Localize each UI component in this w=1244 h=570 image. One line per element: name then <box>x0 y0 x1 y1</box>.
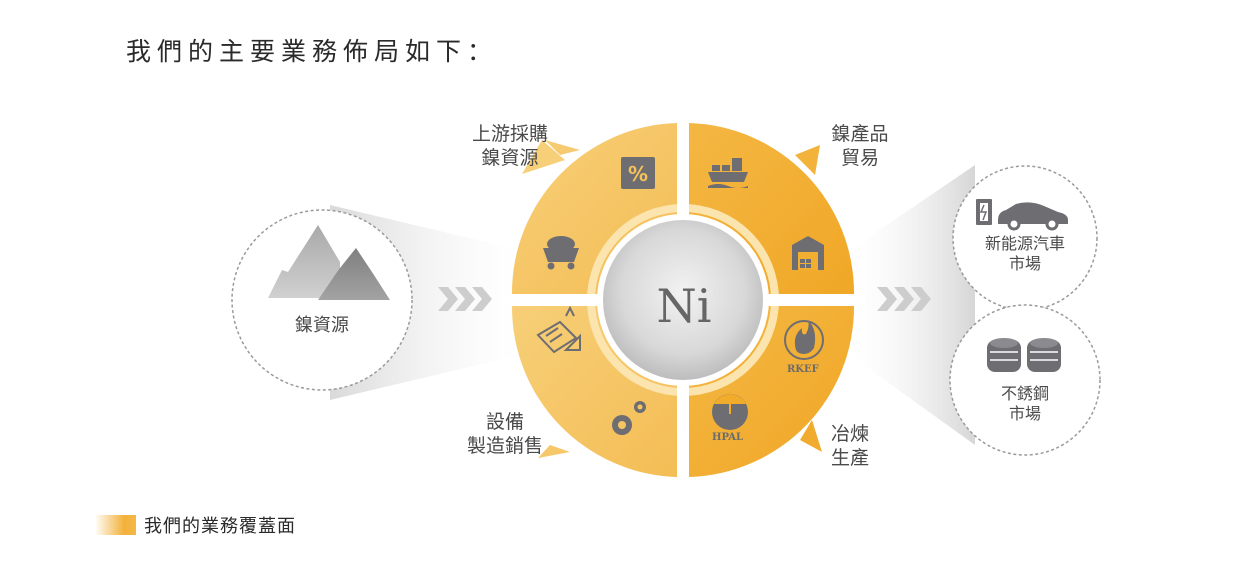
label-line: 市場 <box>1008 404 1041 423</box>
cargo-ship-icon <box>708 158 748 188</box>
label-line: 市場 <box>1008 254 1041 273</box>
quadrant-label-bottom-left: 設備 製造銷售 <box>455 410 555 458</box>
page-title: 我們的主要業務佈局如下： <box>126 37 499 66</box>
mountain-icon <box>268 225 390 300</box>
blueprint-icon <box>536 305 581 354</box>
label-line: 冶煉 <box>830 423 869 445</box>
chevron-arrows-left <box>438 287 492 311</box>
car-icon <box>998 202 1068 231</box>
source-circle <box>231 209 413 391</box>
label-line: 上游採購 <box>471 123 548 145</box>
legend-swatch <box>96 515 136 535</box>
legend: 我們的業務覆蓋面 <box>96 512 296 538</box>
percent-icon: % <box>621 157 655 189</box>
label-line: 鎳產品 <box>831 123 889 145</box>
steel-coil-icon <box>987 338 1061 372</box>
market-label-stainless: 不銹鋼 市場 <box>975 384 1075 424</box>
quadrant-bottom-left <box>511 306 677 477</box>
quadrant-label-bottom-right: 冶煉 生產 <box>820 422 880 470</box>
chevron-arrows-right <box>877 287 931 311</box>
market-label-ev: 新能源汽車 市場 <box>965 234 1085 274</box>
label-line: 新能源汽車 <box>984 234 1065 253</box>
label-line: 設備 <box>485 411 524 433</box>
label-line: 鎳資源 <box>481 147 539 169</box>
label-line: 生產 <box>830 447 869 469</box>
svg-text:%: % <box>628 162 648 186</box>
hpal-reactor-icon <box>712 392 748 430</box>
label-line: 製造銷售 <box>466 435 543 457</box>
label-line: 貿易 <box>840 147 879 169</box>
battery-icon <box>976 199 992 225</box>
nickel-sphere <box>603 220 763 380</box>
warehouse-icon <box>792 236 824 270</box>
source-label-text: 鎳資源 <box>295 315 349 336</box>
ev-market-circle <box>952 165 1098 311</box>
right-funnel <box>850 165 975 445</box>
rkef-caption: RKEF <box>787 364 819 375</box>
rkef-flame-icon <box>784 320 824 360</box>
legend-label: 我們的業務覆蓋面 <box>144 516 296 537</box>
quadrant-label-top-right: 鎳產品 貿易 <box>810 122 910 170</box>
stainless-steel-market-circle <box>949 304 1101 456</box>
label-line: 不銹鋼 <box>1000 384 1049 403</box>
center-symbol: Ni <box>656 279 712 333</box>
source-label: 鎳資源 <box>282 316 362 336</box>
gears-icon <box>612 401 646 435</box>
mine-cart-icon <box>543 236 579 270</box>
quadrant-label-top-left: 上游採購 鎳資源 <box>455 122 565 170</box>
hpal-caption: HPAL <box>712 432 744 443</box>
